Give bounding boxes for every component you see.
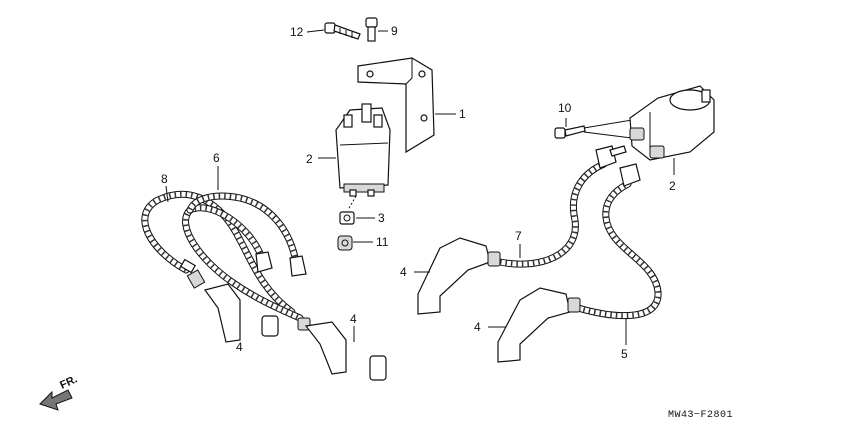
ignition-coil-left xyxy=(335,103,391,197)
callout-2-left: 2 xyxy=(306,152,313,166)
callout-5: 5 xyxy=(621,347,628,361)
callout-4-right-bottom: 4 xyxy=(474,320,481,334)
callout-11: 11 xyxy=(376,235,389,249)
callout-7: 7 xyxy=(515,229,522,243)
wire-end-connectors-left xyxy=(179,251,307,277)
wire-6 xyxy=(182,192,304,322)
bolt-12 xyxy=(324,22,361,40)
bolt-9 xyxy=(365,17,378,42)
callout-1: 1 xyxy=(459,107,466,121)
washer-11 xyxy=(337,235,353,251)
callout-9: 9 xyxy=(391,24,398,38)
diagram-code: MW43−F2801 xyxy=(668,410,733,421)
wire-7 xyxy=(496,160,608,268)
nut-3 xyxy=(339,211,355,225)
front-direction-arrow-icon xyxy=(39,389,73,411)
callout-2-right: 2 xyxy=(669,179,676,193)
callout-6: 6 xyxy=(213,151,220,165)
plug-cap-left-b xyxy=(297,317,387,381)
callout-8: 8 xyxy=(161,172,168,186)
plug-cap-right-a xyxy=(417,237,501,315)
bracket-1 xyxy=(357,57,435,154)
front-direction-label: FR. xyxy=(58,373,79,391)
wire-end-connectors-right xyxy=(595,145,641,187)
bolt-10 xyxy=(554,125,586,139)
plug-cap-left-a xyxy=(186,269,279,343)
callout-12: 12 xyxy=(290,25,304,39)
callout-10: 10 xyxy=(558,101,572,115)
callout-4-mid-bottom: 4 xyxy=(400,265,407,279)
ignition-coil-right xyxy=(629,85,715,161)
plug-cap-right-b xyxy=(497,287,581,363)
callout-3: 3 xyxy=(378,211,385,225)
callout-4-mid-top: 4 xyxy=(350,312,357,326)
callout-4-left: 4 xyxy=(236,340,243,354)
wire-5 xyxy=(574,180,662,320)
